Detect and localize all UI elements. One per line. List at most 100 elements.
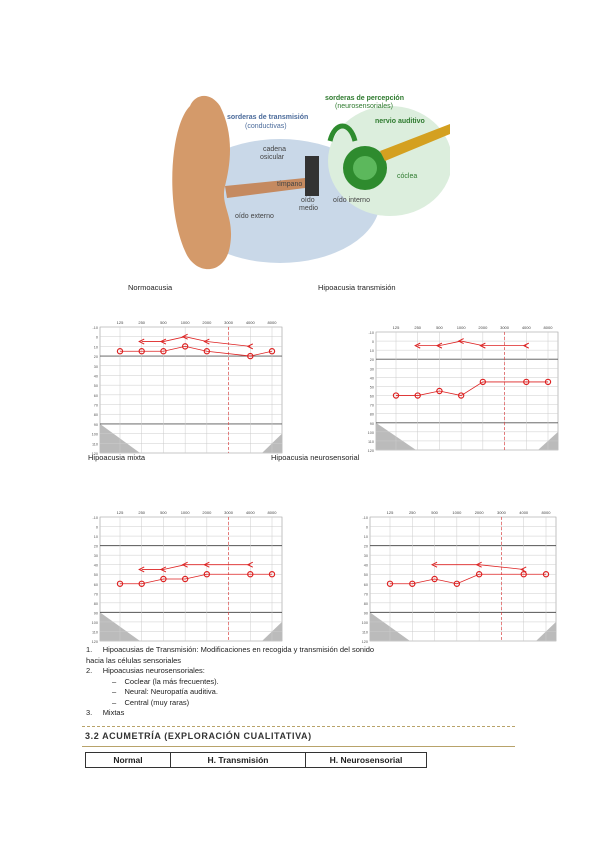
freq-tick-label: 3000 [224, 510, 234, 515]
bone-conduction-point [181, 561, 188, 568]
air-conduction-point [479, 378, 487, 386]
db-tick-label: 10 [364, 535, 368, 539]
hearing-loss-list: 1. Hipoacusias de Transmisión: Modificac… [86, 645, 376, 719]
label-inner: oído interno [333, 197, 370, 204]
plot-frame [375, 331, 559, 451]
db-tick-label: 110 [368, 440, 374, 444]
list-item: – Coclear (la más frecuentes). [112, 676, 219, 686]
plot-frame [99, 326, 283, 454]
bone-conduction-line [434, 564, 524, 570]
plot-frame [369, 516, 557, 642]
db-tick-label: 60 [94, 583, 98, 587]
freq-tick-label: 4000 [522, 325, 532, 330]
freq-tick-label: 3000 [500, 325, 510, 330]
db-tick-label: 60 [364, 583, 368, 587]
db-tick-label: -10 [363, 516, 369, 520]
db-tick-label: 90 [94, 611, 98, 615]
label-transmission: sorderas de transmisión [227, 114, 308, 121]
freq-tick-label: 8000 [268, 320, 278, 325]
bone-conduction-point [435, 342, 443, 349]
freq-tick-label: 250 [138, 320, 145, 325]
air-conduction-point [116, 348, 124, 355]
db-tick-label: 100 [92, 621, 98, 625]
bone-conduction-point [457, 338, 464, 345]
db-tick-label: 100 [362, 621, 368, 625]
freq-tick-label: 1000 [452, 510, 462, 515]
air-conduction-point [414, 392, 421, 399]
air-conduction-point [268, 571, 276, 578]
db-tick-label: 80 [94, 413, 98, 417]
semicircular-canals [327, 123, 358, 142]
db-tick-label: 40 [94, 374, 98, 378]
db-tick-label: 40 [94, 564, 98, 568]
air-conduction-point [138, 580, 145, 587]
freq-tick-label: 500 [160, 510, 167, 515]
db-tick-label: 80 [94, 602, 98, 606]
db-tick-label: 20 [94, 355, 98, 359]
db-tick-label: 120 [92, 452, 98, 455]
db-tick-label: 50 [370, 385, 374, 389]
db-tick-label: 70 [94, 592, 98, 596]
air-conduction-point [160, 575, 167, 583]
freq-tick-label: 8000 [542, 510, 552, 515]
label-cochlea: cóclea [397, 173, 417, 180]
db-tick-label: 100 [368, 431, 374, 435]
freq-tick-label: 4000 [246, 320, 256, 325]
db-tick-label: 50 [364, 573, 368, 577]
db-tick-label: 0 [366, 526, 368, 530]
air-conduction-point [203, 571, 211, 578]
db-tick-label: 80 [370, 413, 374, 417]
db-tick-label: 90 [370, 422, 374, 426]
air-conduction-point [116, 580, 124, 587]
bone-conduction-point [203, 561, 210, 568]
freq-tick-label: 2000 [475, 510, 485, 515]
list-item: 2. Hipoacusias neurosensoriales: [86, 666, 205, 675]
caption-mixta: Hipoacusia mixta [88, 453, 146, 462]
db-tick-label: -10 [93, 516, 99, 520]
bone-conduction-point [159, 566, 167, 573]
acumetry-table: Normal H. Transmisión H. Neurosensorial [85, 752, 427, 768]
label-outer: oído externo [235, 213, 274, 220]
bone-conduction-point [522, 342, 530, 349]
db-tick-label: 50 [94, 573, 98, 577]
db-tick-label: 110 [92, 630, 98, 634]
freq-tick-label: 250 [138, 510, 145, 515]
ear-anatomy-illustration: sorderas de transmisión (conductivas) so… [172, 95, 450, 270]
bone-conduction-point [181, 333, 188, 340]
db-tick-label: 120 [362, 640, 368, 643]
section-underline [82, 746, 515, 747]
air-conduction-point [523, 378, 530, 386]
air-conduction-point [181, 575, 189, 583]
db-tick-label: 30 [94, 365, 98, 369]
db-tick-label: -10 [93, 326, 99, 330]
list-item: – Central (muy raras) [112, 697, 190, 707]
db-tick-label: 10 [94, 345, 98, 349]
label-transmission-sub: (conductivas) [245, 123, 287, 130]
db-tick-label: 20 [370, 358, 374, 362]
db-tick-label: 90 [364, 611, 368, 615]
outer-ear-shape [172, 95, 232, 270]
db-tick-label: 20 [94, 545, 98, 549]
freq-tick-label: 3000 [497, 510, 507, 515]
db-tick-label: 0 [372, 340, 374, 344]
db-tick-label: 40 [364, 564, 368, 568]
section-divider [82, 726, 515, 727]
air-conduction-point [181, 343, 189, 350]
freq-tick-label: 125 [117, 320, 124, 325]
db-tick-label: 10 [370, 349, 374, 353]
db-tick-label: 90 [94, 423, 98, 427]
db-tick-label: 10 [94, 535, 98, 539]
db-tick-label: 120 [92, 640, 98, 643]
air-conduction-point [431, 575, 438, 583]
bone-conduction-point [430, 561, 438, 568]
bone-conduction-point [203, 338, 210, 345]
ear-canal [225, 178, 305, 198]
bone-conduction-point [475, 561, 482, 568]
air-conduction-point [457, 392, 465, 399]
freq-tick-label: 2000 [478, 325, 488, 330]
air-conduction-point [542, 571, 550, 578]
freq-tick-label: 250 [414, 325, 421, 330]
air-conduction-point [453, 580, 461, 587]
freq-tick-label: 2000 [202, 510, 212, 515]
